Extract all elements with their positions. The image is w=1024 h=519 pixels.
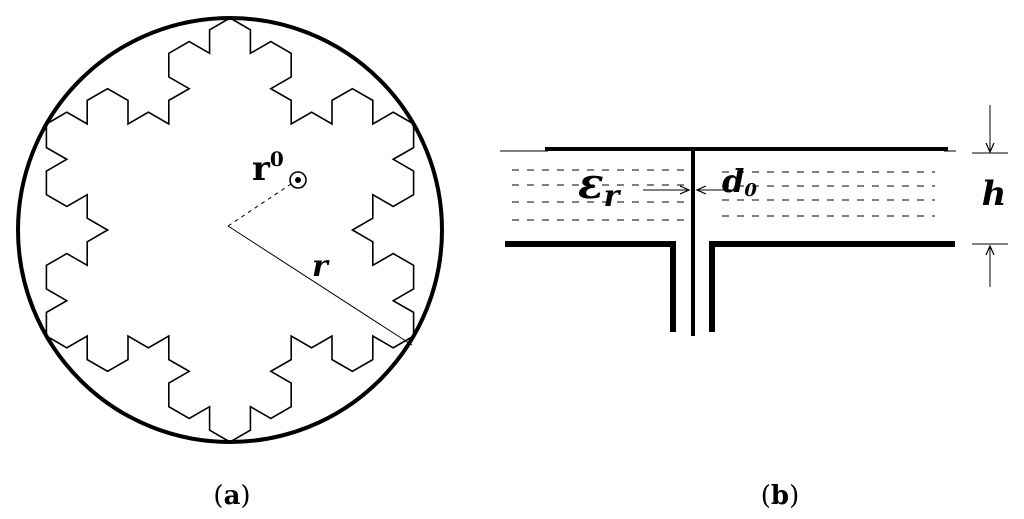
koch-snowflake-patch [45,17,415,443]
feed-radius-dashed [227,181,295,227]
ground-left [505,241,676,332]
label-h: h [982,174,1007,214]
label-d0: d0 [722,162,757,201]
dielectric-pattern [512,169,935,221]
label-r0: r0 [252,147,284,189]
ground-right [709,241,955,332]
outer-circle [16,16,444,444]
label-r: r [312,249,330,284]
radius-line [227,225,413,346]
caption-a: (a) [213,481,250,511]
feed-point-dot [295,177,301,183]
label-epsilon-r: εr [578,159,622,214]
panel-b: εr d0 h (b) [500,105,1008,511]
panel-a: r0 r (a) [16,16,444,511]
caption-b: (b) [761,481,800,511]
